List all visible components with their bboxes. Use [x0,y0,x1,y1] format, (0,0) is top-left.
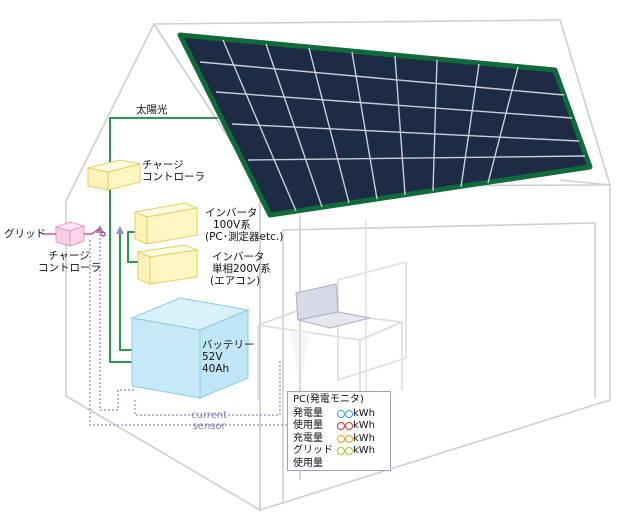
charge-controller-top-box [87,159,141,191]
monitor-row: 発電量 kWh [293,407,376,419]
ring-icon [337,434,345,443]
grid-switch-icon [44,227,106,237]
battery-box [130,297,250,399]
grid-charge-controller-box [54,221,86,247]
ring-pair-icon [337,422,353,431]
generation-monitor-panel: PC(発電モニタ) 発電量 kWh 使用量 kWh 充電量 kWh グリッド k… [287,391,391,471]
ring-icon [337,447,345,456]
current-sensor-label: current sensor [191,410,228,432]
battery-label: バッテリー 52V 40Ah [202,339,255,375]
ring-icon [345,409,353,418]
monitor-title: PC(発電モニタ) [293,394,364,405]
inverter-100v-label: インバータ 100V系 (PC･測定器etc.) [205,207,284,243]
monitor-connector-shade [290,330,310,392]
inverter-200v-label: インバータ 単相200V系 (エアコン) [210,251,271,287]
inverter-200v-box [136,244,199,285]
ring-icon [345,447,353,456]
ring-pair-icon [337,409,353,418]
grid-label: グリッド [4,228,46,240]
sensor-arrows [96,225,124,234]
ring-icon [337,422,345,431]
ring-pair-icon [337,447,353,456]
ring-icon [337,409,345,418]
monitor-row: 充電量 kWh [293,432,376,444]
ring-icon [345,422,353,431]
charge-controller-left-label: チャージ コントローラ [38,250,101,274]
ring-icon [345,434,353,443]
charge-controller-top-label: チャージ コントローラ [142,159,205,183]
laptop-icon [295,283,371,329]
ring-pair-icon [337,434,353,443]
monitor-row: グリッド kWh [293,445,376,456]
inverter-100v-box [133,202,199,245]
monitor-row: 使用量 [293,457,323,469]
monitor-row: 使用量 kWh [293,420,376,431]
solar-panel [177,32,593,218]
solar-label: 太陽光 [136,104,168,116]
